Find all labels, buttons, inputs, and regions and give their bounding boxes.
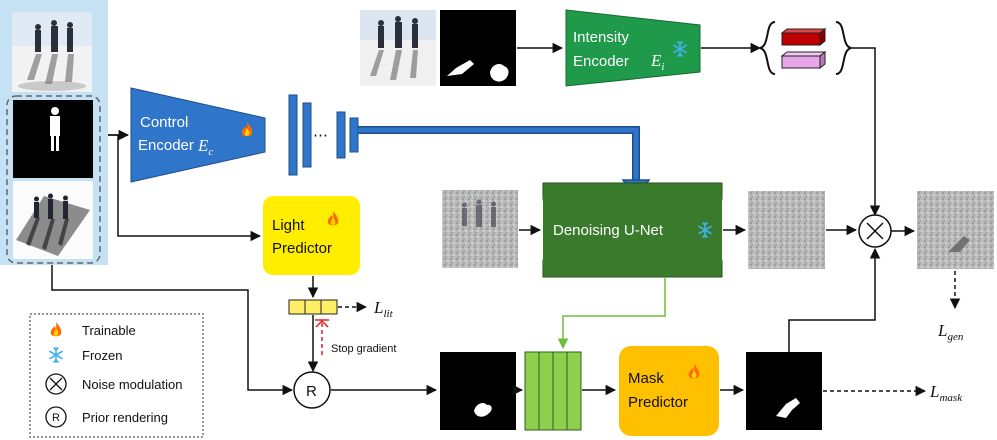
l-mask-label: Lmask	[929, 382, 963, 404]
encoder-features	[288, 94, 359, 176]
stop-gradient-label: Stop gradient	[331, 343, 396, 355]
input-photo	[12, 12, 92, 92]
token-brace-right	[835, 21, 852, 75]
input-shadow-render	[13, 181, 93, 259]
legend-trainable: Trainable	[82, 323, 136, 338]
light-predictor-line1: Light	[272, 217, 305, 234]
tokens-to-modulation-line	[851, 47, 881, 217]
noisy-input-image	[442, 190, 518, 268]
legend-prior-rendering: Prior rendering	[82, 410, 168, 425]
l-gen-label: Lgen	[937, 321, 964, 343]
control-encoder-line1: Control	[140, 114, 188, 131]
legend-noise-modulation: Noise modulation	[82, 377, 182, 392]
input-object-mask	[13, 100, 93, 178]
mask-predictor-block	[619, 346, 719, 436]
control-encoder-block	[130, 87, 266, 183]
control-inputs-group	[6, 95, 101, 264]
mask-features	[524, 351, 582, 431]
l-lit-label: Llit	[373, 298, 394, 320]
mask-to-modulation-line	[788, 247, 881, 352]
intensity-encoder-symbol: Ei	[650, 51, 664, 73]
prior-rendering-symbol: R	[306, 383, 317, 400]
prior-rendering-node	[293, 371, 331, 409]
predicted-mask-image	[746, 352, 822, 430]
input-to-render-line	[51, 265, 294, 396]
generated-noisy-shadow	[917, 191, 994, 269]
mask-predictor-line2: Predictor	[628, 394, 688, 411]
control-encoder-line2: Encoder	[138, 137, 194, 154]
light-predictor-line2: Predictor	[272, 240, 332, 257]
legend-r-node	[45, 406, 67, 428]
encoder-dots: ⋯	[313, 127, 328, 144]
unet-label: Denoising U-Net	[553, 222, 664, 239]
intensity-encoder-line2: Encoder	[573, 53, 629, 70]
light-predictor-block	[263, 196, 360, 275]
intensity-tokens	[780, 27, 827, 70]
intensity-encoder-line1: Intensity	[573, 29, 629, 46]
intensity-encoder-block	[565, 9, 701, 87]
control-encoder-symbol: Ec	[197, 136, 213, 158]
prior-mask-image	[440, 352, 516, 430]
legend-frozen: Frozen	[82, 348, 122, 363]
unet-to-mask-features-line	[557, 278, 666, 350]
mask-predictor-line1: Mask	[628, 370, 664, 387]
unet-noise-output	[748, 191, 825, 269]
encoder-to-unet-arrow	[358, 126, 640, 182]
intensity-photo	[360, 10, 436, 86]
token-brace-left	[759, 21, 776, 75]
light-params-vector	[288, 299, 338, 315]
cross-circle-icon	[866, 222, 884, 240]
intensity-mask	[440, 10, 516, 86]
legend-r-symbol: R	[52, 412, 60, 424]
